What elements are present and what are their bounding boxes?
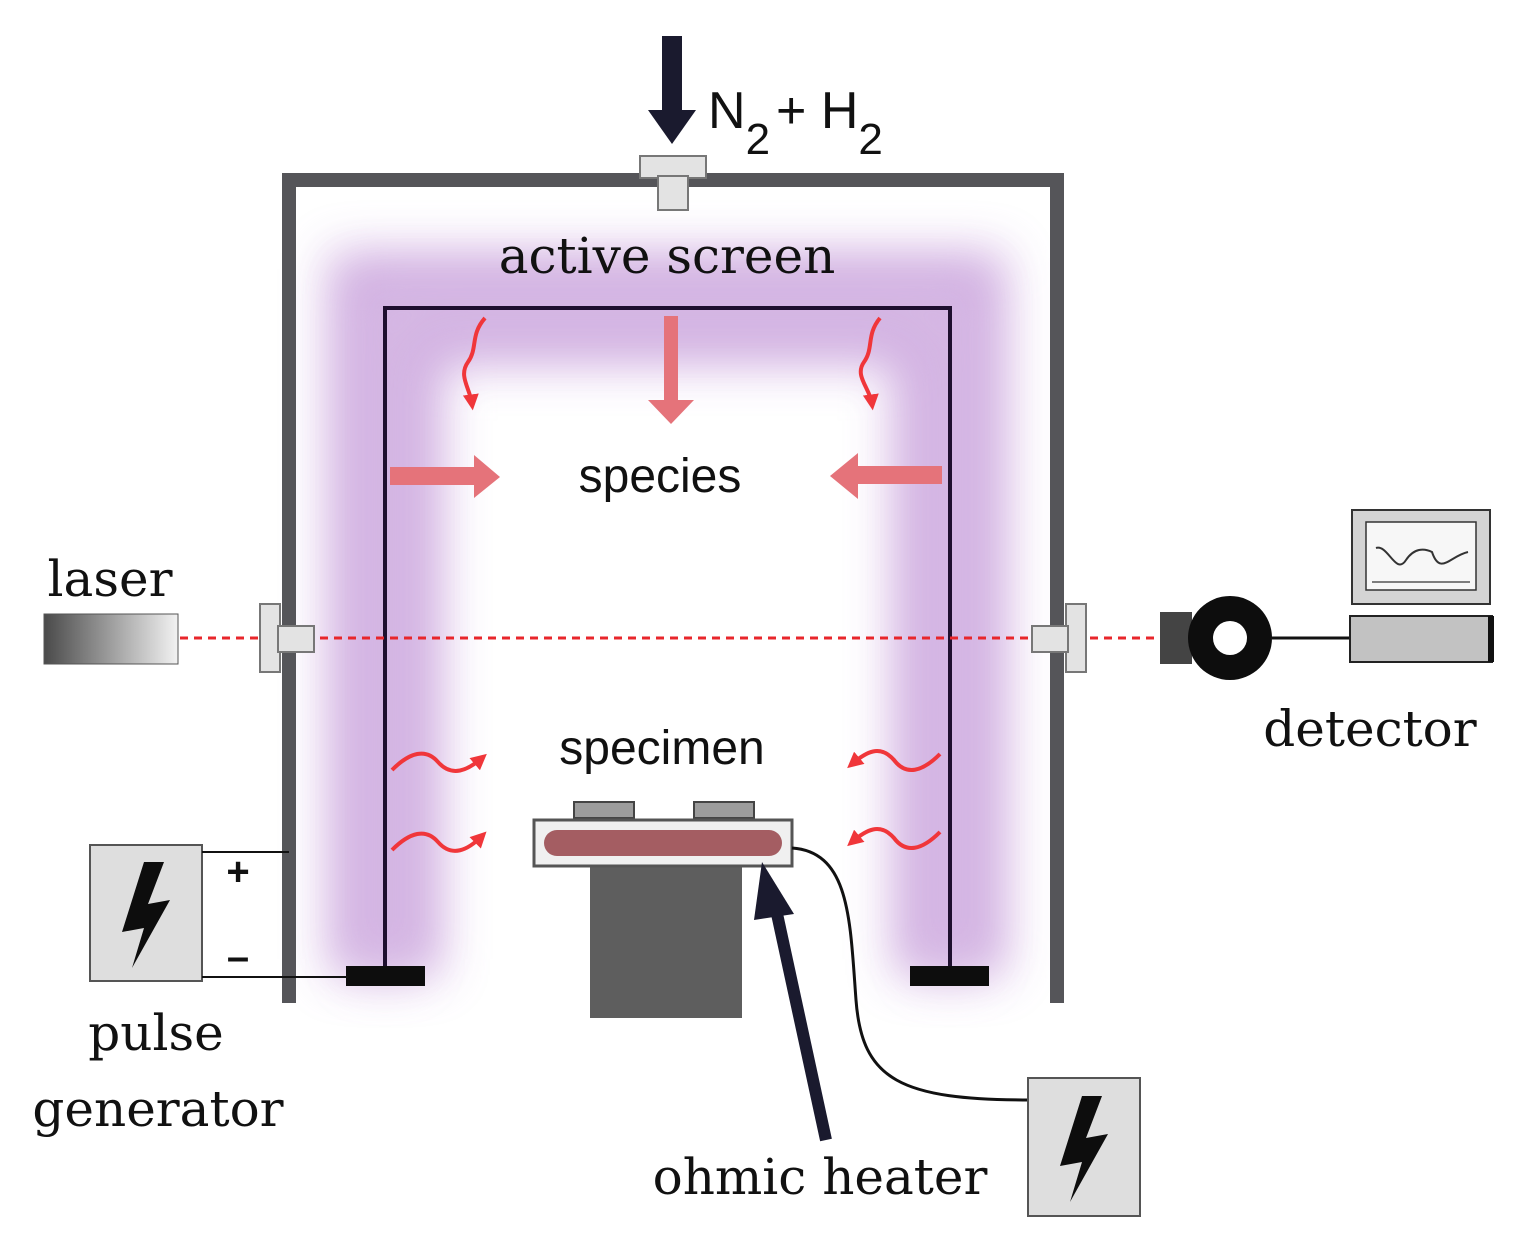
wavy-arrow-top-right <box>858 316 882 411</box>
specimen-sample-left <box>573 801 635 819</box>
wavy-arrow-top-left <box>462 316 487 411</box>
heater-power-supply <box>1027 1077 1141 1217</box>
gas-label: N2+ H2 <box>708 82 883 164</box>
screen-foot-right <box>910 966 989 986</box>
screen-foot-left <box>346 966 425 986</box>
wavy-arrow-left-lower <box>390 831 487 853</box>
heater-pointer-arrow <box>754 862 832 1142</box>
wavy-arrow-right-upper <box>847 749 942 772</box>
detector <box>1160 509 1494 680</box>
specimen-sample-right <box>693 801 755 819</box>
ohmic-heater-label: ohmic heater <box>653 1148 988 1206</box>
species-arrow-right <box>390 455 500 498</box>
laser-source <box>43 613 179 665</box>
gas-inlet-port <box>639 155 707 211</box>
species-arrow-left <box>830 453 942 499</box>
ohmic-heater-element <box>532 818 794 868</box>
detector-base-unit <box>1349 615 1493 663</box>
specimen-pedestal <box>590 866 742 1018</box>
active-screen <box>383 306 952 975</box>
down-arrow-icon <box>648 36 696 144</box>
minus-terminal-label: – <box>227 935 249 979</box>
active-screen-label: active screen <box>499 227 836 285</box>
wavy-arrow-left-upper <box>390 751 487 773</box>
detector-housing <box>1160 612 1192 664</box>
lightning-bolt-icon <box>122 862 170 968</box>
laser-label: laser <box>48 550 173 608</box>
pulse-generator-label-line2: generator <box>32 1080 283 1138</box>
ring-sensor-icon <box>1188 596 1272 680</box>
monitor-icon <box>1351 509 1491 605</box>
species-arrow-down <box>648 316 694 424</box>
detector-label: detector <box>1263 700 1476 758</box>
window-port-right <box>1031 603 1087 673</box>
heater-cable <box>791 846 1031 1102</box>
lightning-bolt-icon <box>1060 1096 1108 1202</box>
window-port-left <box>259 603 315 673</box>
plus-terminal-label: + <box>226 850 249 894</box>
species-label: species <box>579 450 742 503</box>
pulse-generator <box>89 844 203 982</box>
wavy-arrow-right-lower <box>847 827 942 850</box>
specimen-label: specimen <box>559 722 764 775</box>
pulse-generator-label-line1: pulse <box>88 1004 223 1062</box>
